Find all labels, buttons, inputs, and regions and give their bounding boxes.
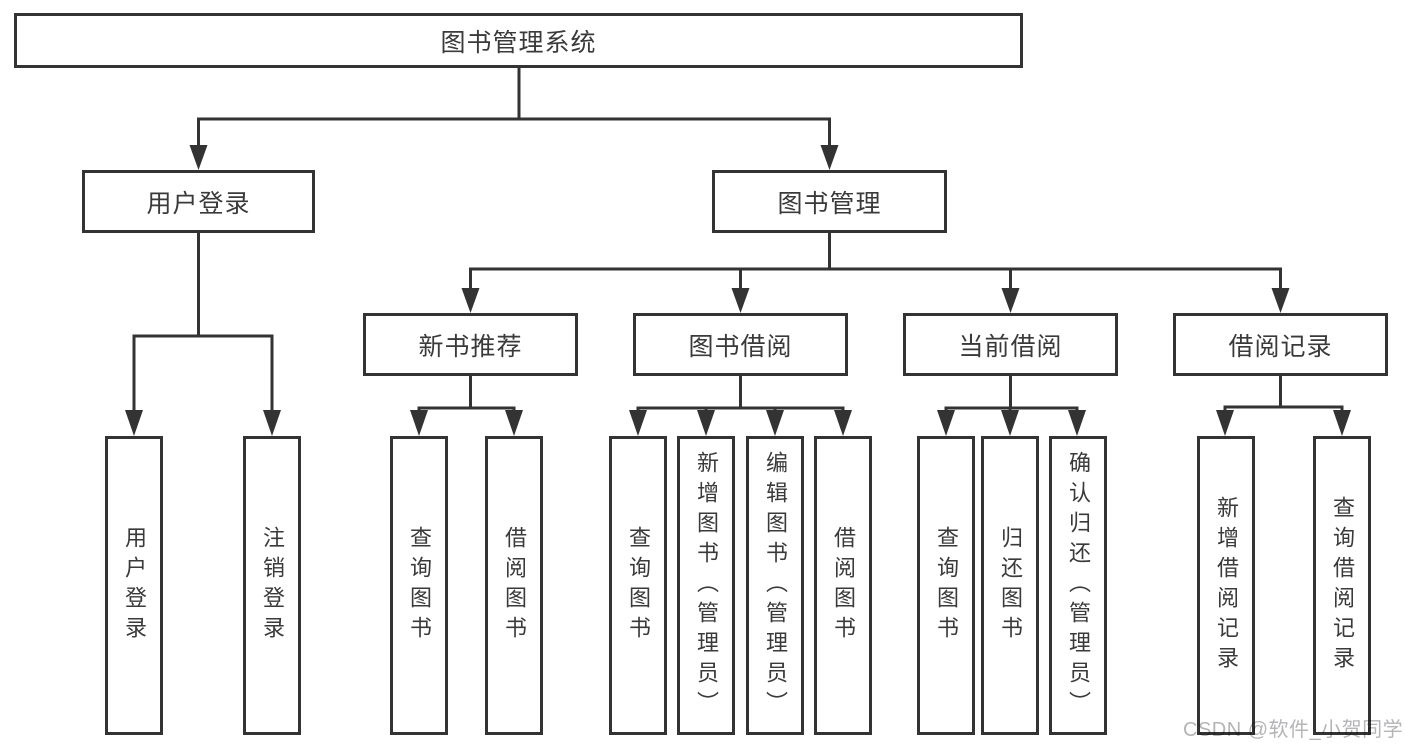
arrowhead — [189, 145, 208, 170]
leaf-query-books-recommend: 查询图书 — [390, 436, 448, 735]
leaf-label: 查询图书 — [626, 525, 651, 646]
arrowhead — [1216, 410, 1234, 436]
leaf-borrow-books-recommend: 借阅图书 — [485, 436, 543, 735]
leaf-label: 查询借阅记录 — [1330, 495, 1355, 676]
connector-userlogin-to-leaves — [125, 231, 281, 436]
leaf-label: 新增图书（管理员） — [694, 450, 719, 721]
arrowhead — [834, 410, 852, 436]
node-label: 当前借阅 — [958, 332, 1063, 361]
connector-root-to-level2 — [189, 66, 839, 170]
arrowhead — [505, 410, 523, 436]
arrowhead — [263, 410, 281, 436]
connector-newbooks-to-leaves — [410, 374, 523, 436]
leaf-add-borrow-record: 新增借阅记录 — [1197, 436, 1255, 735]
csdn-watermark: CSDN @软件_小贺同学 — [1183, 719, 1404, 741]
leaf-label: 用户登录 — [122, 525, 147, 646]
arrowhead — [461, 288, 480, 313]
arrowhead — [1271, 288, 1290, 313]
node-label: 图书借阅 — [688, 332, 793, 361]
leaf-query-books-borrow: 查询图书 — [609, 436, 667, 735]
connector-currentborrow-to-leaves — [937, 374, 1086, 436]
arrowhead — [731, 288, 750, 313]
node-label: 用户登录 — [146, 189, 251, 218]
leaf-label: 借阅图书 — [831, 525, 856, 646]
leaf-label: 查询图书 — [934, 525, 959, 646]
arrowhead — [125, 410, 143, 436]
leaf-label: 确认归还（管理员） — [1066, 450, 1091, 721]
node-book-borrowing: 图书借阅 — [633, 313, 848, 376]
leaf-label: 查询图书 — [407, 525, 432, 646]
connector-bookmgmt-to-level3 — [461, 231, 1290, 313]
connector-borrowrecords-to-leaves — [1216, 374, 1351, 436]
leaf-return-books: 归还图书 — [981, 436, 1039, 735]
leaf-label: 新增借阅记录 — [1214, 495, 1239, 676]
leaf-edit-books-admin: 编辑图书（管理员） — [746, 436, 804, 735]
arrowhead — [697, 410, 715, 436]
connector-bookborrow-to-leaves — [629, 374, 852, 436]
node-current-borrowing: 当前借阅 — [903, 313, 1118, 376]
arrowhead — [1001, 410, 1019, 436]
arrowhead — [937, 410, 955, 436]
node-user-login: 用户登录 — [82, 170, 315, 233]
leaf-label: 归还图书 — [998, 525, 1023, 646]
arrowhead — [1001, 288, 1020, 313]
leaf-label: 编辑图书（管理员） — [763, 450, 788, 721]
leaf-query-books-current: 查询图书 — [917, 436, 975, 735]
arrowhead — [410, 410, 428, 436]
leaf-user-login: 用户登录 — [105, 436, 163, 735]
leaf-confirm-return-admin: 确认归还（管理员） — [1049, 436, 1107, 735]
leaf-label: 借阅图书 — [502, 525, 527, 646]
node-new-book-recommendation: 新书推荐 — [363, 313, 578, 376]
node-label: 图书管理系统 — [440, 28, 597, 57]
leaf-label: 注销登录 — [260, 525, 285, 646]
node-book-management: 图书管理 — [712, 170, 947, 233]
leaf-borrow-books: 借阅图书 — [814, 436, 872, 735]
node-label: 新书推荐 — [418, 332, 523, 361]
arrowhead — [629, 410, 647, 436]
leaf-logout: 注销登录 — [243, 436, 301, 735]
arrowhead — [820, 145, 839, 170]
node-label: 借阅记录 — [1228, 332, 1333, 361]
node-borrowing-records: 借阅记录 — [1173, 313, 1388, 376]
leaf-query-borrow-record: 查询借阅记录 — [1313, 436, 1371, 735]
arrowhead — [766, 410, 784, 436]
node-library-management-system: 图书管理系统 — [14, 13, 1023, 68]
node-label: 图书管理 — [777, 189, 882, 218]
arrowhead — [1068, 410, 1086, 436]
arrowhead — [1333, 410, 1351, 436]
leaf-add-books-admin: 新增图书（管理员） — [677, 436, 735, 735]
